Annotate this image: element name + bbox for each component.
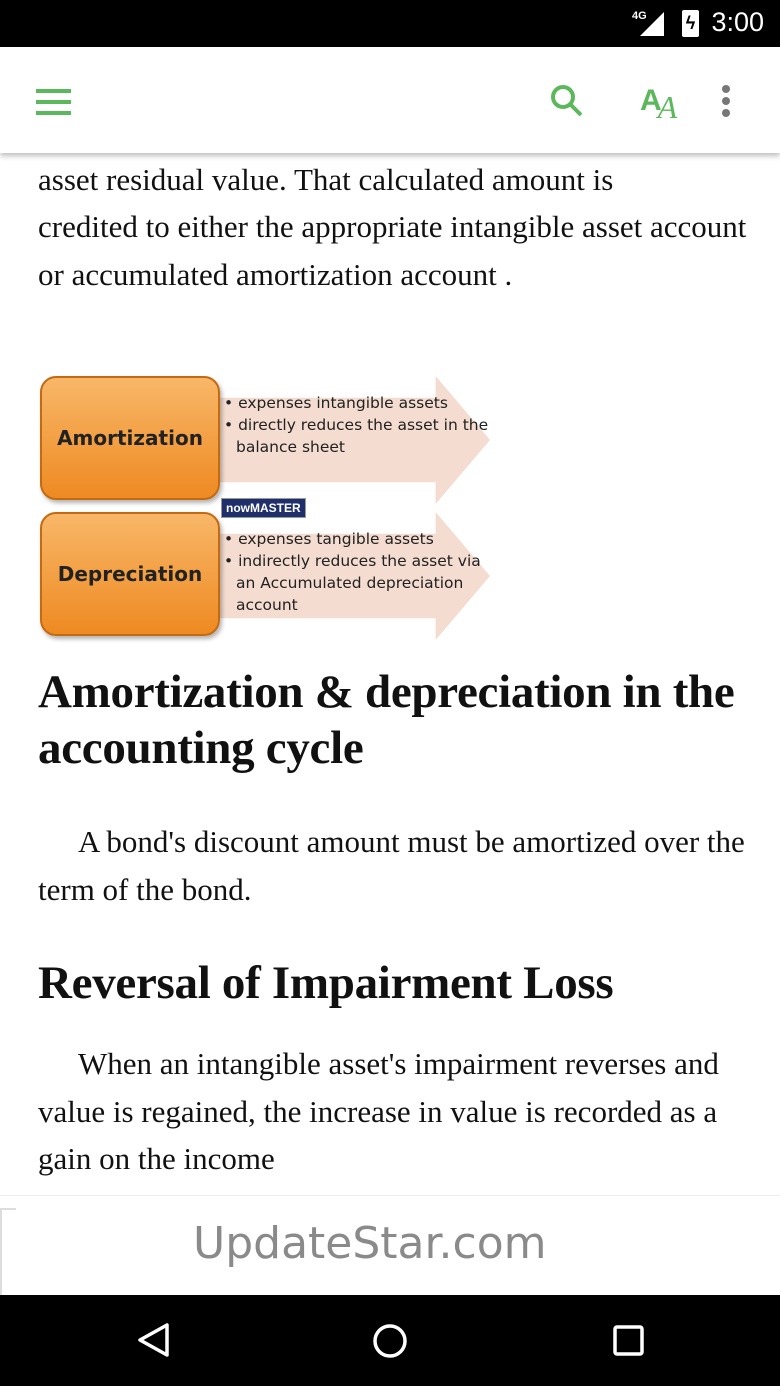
app-bar: AA [0, 47, 780, 153]
paragraph: When an intangible asset's impairment re… [38, 1046, 719, 1176]
paragraph-cut: asset residual value. That calculated am… [38, 162, 614, 197]
section-heading: Reversal of Impairment Loss [38, 957, 614, 1009]
watermark: UpdateStar.com [193, 1218, 547, 1269]
bullet: • directly reduces the asset in the bala… [224, 416, 489, 456]
back-icon[interactable] [136, 1322, 170, 1358]
bullet: • expenses tangible assets [224, 530, 434, 548]
paragraph: A bond's discount amount must be amortiz… [38, 824, 745, 907]
depreciation-box: Depreciation [40, 512, 220, 636]
amortization-box: Amortization [40, 376, 220, 500]
paragraph: credited to either the appropriate intan… [38, 209, 747, 292]
navigation-bar [0, 1295, 780, 1386]
battery-charging-icon: ϟ [682, 10, 699, 37]
bullet: • expenses intangible assets [224, 394, 448, 412]
status-bar: 4G ϟ 3:00 [0, 0, 780, 47]
recents-icon[interactable] [613, 1325, 645, 1357]
font-size-icon[interactable]: AA [640, 81, 681, 125]
home-icon[interactable] [372, 1323, 408, 1359]
hamburger-icon[interactable] [36, 89, 71, 122]
signal-icon [640, 12, 664, 36]
ad-banner[interactable] [0, 1195, 780, 1296]
logo: nowMASTER [221, 498, 306, 518]
font-icon-a: A [640, 84, 662, 117]
search-icon[interactable] [550, 84, 584, 118]
more-vert-icon[interactable] [722, 85, 730, 121]
amortization-depreciation-diagram: Amortization • expenses intangible asset… [38, 372, 493, 644]
bullet: • indirectly reduces the asset via an Ac… [224, 552, 481, 614]
clock: 3:00 [711, 7, 764, 37]
section-heading: Amortization & depreciation in the accou… [38, 666, 735, 774]
font-icon-a-italic: A [657, 89, 678, 125]
